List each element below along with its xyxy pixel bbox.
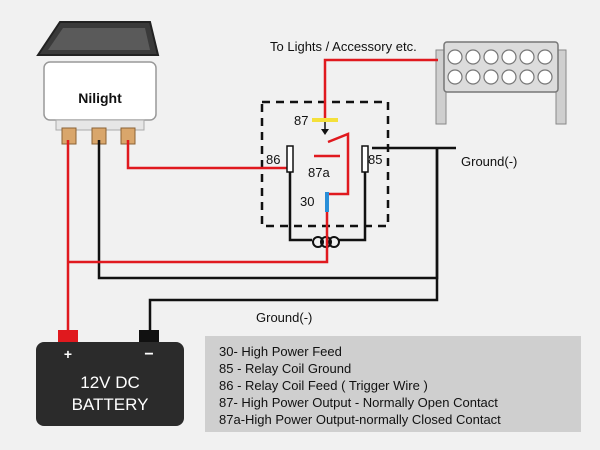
pin-30-label: 30 [300,194,314,209]
battery-positive-terminal [58,330,78,344]
rocker-switch: Nilight [36,21,160,145]
led-icon [537,69,553,85]
pin-legend: 30- High Power Feed 85 - Relay Coil Grou… [205,336,581,432]
pin-86-terminal [286,145,294,173]
pin-87a-label: 87a [308,165,330,180]
legend-item-30: 30- High Power Feed [219,344,342,359]
battery-name-label: BATTERY [71,395,149,414]
led-icon [465,49,481,65]
led-icon [447,69,463,85]
brand-label: Nilight [78,90,122,106]
battery: + − [36,330,184,426]
led-icon [519,69,535,85]
light-bar-leds [447,49,553,85]
relay-coil [312,236,340,248]
ground-right-label: Ground(-) [461,154,517,169]
led-icon [537,49,553,65]
coil-right-wire [338,148,367,242]
led-icon [483,69,499,85]
pin-85-label: 85 [368,152,382,167]
output-destination-label: To Lights / Accessory etc. [270,39,417,54]
positive-wires [66,58,438,334]
battery-plus-symbol: + [64,346,72,362]
pin-86-label: 86 [266,152,280,167]
battery-minus-symbol: − [144,346,153,363]
relay-armature [327,132,350,196]
legend-item-87: 87- High Power Output - Normally Open Co… [219,395,498,410]
ground-wires [97,140,456,334]
legend-item-85: 85 - Relay Coil Ground [219,361,352,376]
led-icon [501,69,517,85]
legend-item-87a: 87a-High Power Output-normally Closed Co… [219,412,501,427]
battery-voltage-label: 12V DC [80,373,140,392]
switch-rocker-highlight [48,28,150,50]
led-icon [483,49,499,65]
relay30-feed-wire [68,212,329,264]
led-icon [447,49,463,65]
battery-negative-terminal [139,330,159,344]
output-87-wire [323,58,438,120]
arrow-icon [321,129,329,135]
light-bar-housing [443,41,559,93]
legend-item-86: 86 - Relay Coil Feed ( Trigger Wire ) [219,378,428,393]
trigger-wire [126,140,290,170]
led-icon [519,49,535,65]
led-icon [501,49,517,65]
ground-mid-label: Ground(-) [256,310,312,325]
battery-ground-wire [148,148,439,334]
battery-body [36,342,184,426]
led-icon [465,69,481,85]
coil-left-wire [288,146,312,242]
pin-85-terminal [361,145,369,173]
light-bar [435,41,567,125]
pin-87-label: 87 [294,113,308,128]
